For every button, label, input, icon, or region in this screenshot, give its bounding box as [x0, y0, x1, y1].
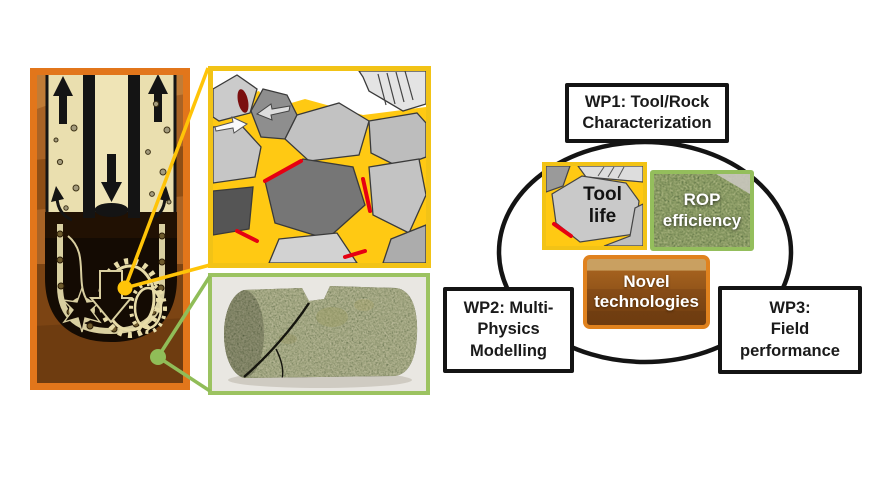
wp1-line1: WP1: Tool/Rock	[584, 92, 710, 111]
microstructure-image	[208, 66, 431, 268]
core-cylinder	[224, 286, 418, 378]
rop-line2: efficiency	[662, 210, 742, 230]
cleavage-lines	[597, 166, 625, 179]
drill-pipe-wall	[128, 72, 140, 218]
wp3-line1: WP3:	[769, 298, 811, 317]
rop-line1: ROP	[683, 190, 721, 210]
wp2-line1: WP2: Multi-	[463, 298, 554, 317]
wp2-box: WP2: Multi- Physics Modelling	[443, 287, 574, 373]
wp2-line3: Modelling	[470, 341, 547, 360]
wp1-box: WP1: Tool/Rock Characterization	[565, 83, 729, 143]
stress-arrow-left-icon	[255, 103, 291, 121]
crack-red-line	[552, 222, 573, 238]
novel-line1: Novel	[623, 271, 670, 291]
rock-core-photo	[208, 273, 430, 395]
borehole-schematic	[30, 68, 190, 390]
inclusion-blob	[237, 89, 249, 113]
stress-arrow-right-icon	[214, 116, 249, 134]
wireline-curve	[67, 235, 89, 303]
wp3-line2: Field	[770, 320, 810, 339]
drill-pipe-wall	[83, 72, 95, 218]
novel-label: Novel technologies	[587, 259, 706, 325]
tool-life-thumbnail: Tool life	[542, 162, 647, 250]
rop-efficiency-thumbnail: ROP efficiency	[650, 170, 754, 251]
cleavage-lines	[377, 71, 414, 106]
novel-line2: technologies	[594, 292, 699, 311]
wp3-box: WP3: Field performance	[718, 286, 862, 374]
tool-life-line2: life	[588, 206, 617, 227]
wp2-line2: Physics	[477, 320, 540, 339]
crack-red-lines	[235, 159, 372, 259]
up-arrow-icon	[53, 76, 73, 124]
novel-technologies-box: Novel technologies	[583, 255, 710, 329]
rock-chip-highlight	[716, 174, 750, 194]
wp1-line2: Characterization	[582, 114, 712, 132]
down-arrow-icon	[101, 154, 122, 202]
rop-label: ROP efficiency	[654, 174, 750, 247]
wp3-line3: performance	[740, 341, 840, 360]
tool-life-line1: Tool	[583, 183, 622, 205]
tool-life-label: Tool life	[546, 166, 643, 246]
ground-layer-deepest	[34, 318, 186, 386]
core-crack	[243, 302, 311, 378]
